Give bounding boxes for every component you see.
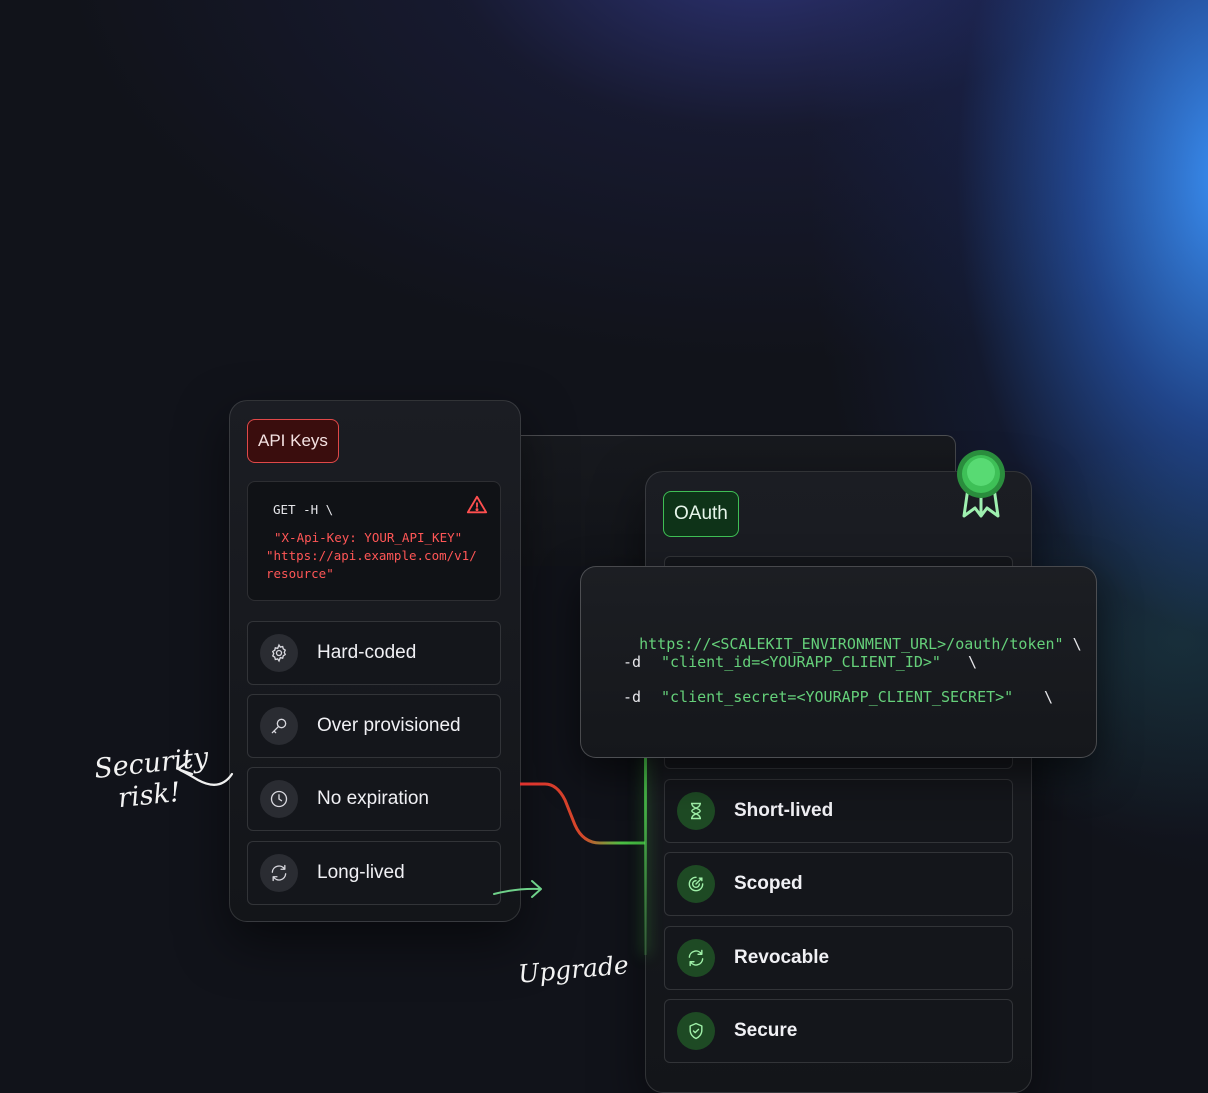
key-icon — [260, 707, 298, 745]
oauth-item-revocable: Revocable — [664, 926, 1013, 990]
shield-check-icon — [677, 1012, 715, 1050]
api-item-label: Long-lived — [317, 862, 405, 883]
code-line-continuation: \ — [968, 653, 978, 671]
code-line: resource" — [266, 566, 334, 581]
clock-icon — [260, 780, 298, 818]
code-line: "X-Api-Key: YOUR_API_KEY" — [274, 530, 463, 545]
code-line: https://<SCALEKIT_ENVIRONMENT_URL>/oauth… — [639, 635, 1064, 653]
oauth-item-label: Revocable — [734, 947, 830, 968]
api-keys-badge: API Keys — [247, 419, 339, 463]
arrow-icon — [176, 758, 234, 786]
api-item-label: Hard-coded — [317, 642, 417, 663]
api-keys-card: API Keys GET -H \ "X-Api-Key: YOUR_API_K… — [229, 400, 521, 922]
api-item-over-provisioned: Over provisioned — [247, 694, 501, 758]
award-ribbon-icon — [954, 450, 1008, 522]
api-keys-code-block: GET -H \ "X-Api-Key: YOUR_API_KEY" "http… — [247, 481, 501, 601]
oauth-card: OAuth Short-lived Scoped Revocable Secur… — [645, 471, 1032, 1093]
target-icon — [677, 865, 715, 903]
code-line: "https://api.example.com/v1/ — [266, 548, 477, 563]
warning-icon — [466, 494, 488, 516]
api-item-label: No expiration — [317, 788, 429, 809]
oauth-code-block: https://<SCALEKIT_ENVIRONMENT_URL>/oauth… — [580, 566, 1097, 758]
oauth-item-label: Short-lived — [734, 800, 834, 821]
upgrade-annotation: Upgrade — [516, 950, 630, 989]
refresh-icon — [677, 939, 715, 977]
gear-icon — [260, 634, 298, 672]
api-item-label: Over provisioned — [317, 715, 461, 736]
connector-line — [520, 782, 647, 845]
oauth-badge: OAuth — [663, 491, 739, 537]
arrow-icon — [493, 880, 542, 898]
oauth-item-secure: Secure — [664, 999, 1013, 1063]
hourglass-icon — [677, 792, 715, 830]
code-line: "client_id=<YOURAPP_CLIENT_ID>" — [661, 653, 941, 671]
code-line-continuation: \ — [1063, 635, 1082, 653]
oauth-item-scoped: Scoped — [664, 852, 1013, 916]
oauth-glow-line — [644, 755, 647, 955]
oauth-item-label: Scoped — [734, 873, 803, 894]
api-item-long-lived: Long-lived — [247, 841, 501, 905]
code-line: "client_secret=<YOURAPP_CLIENT_SECRET>" — [661, 688, 1014, 706]
code-flag: -d — [623, 653, 642, 671]
code-line: GET -H \ — [273, 502, 334, 517]
code-flag: -d — [623, 688, 642, 706]
api-item-no-expiration: No expiration — [247, 767, 501, 831]
refresh-icon — [260, 854, 298, 892]
code-line-continuation: \ — [1044, 688, 1054, 706]
oauth-item-label: Secure — [734, 1020, 798, 1041]
api-item-hard-coded: Hard-coded — [247, 621, 501, 685]
oauth-item-short-lived: Short-lived — [664, 779, 1013, 843]
